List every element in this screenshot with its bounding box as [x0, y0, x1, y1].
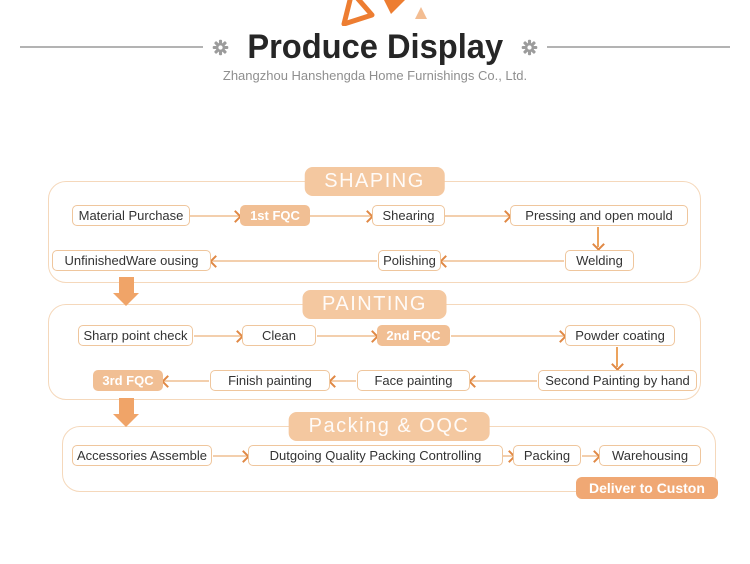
- section-title-shaping: SHAPING: [304, 167, 445, 196]
- company-subtitle: Zhangzhou Hanshengda Home Furnishings Co…: [222, 68, 528, 83]
- node-material-purchase: Material Purchase: [72, 205, 190, 226]
- node-face-painting: Face painting: [357, 370, 470, 391]
- flow-arrow-left-icon: [471, 380, 537, 382]
- flow-arrow-right-icon: [582, 455, 598, 457]
- node-3rd-fqc: 3rd FQC: [93, 370, 163, 391]
- deliver-to-custom-badge: Deliver to Custon: [576, 477, 718, 499]
- flow-arrow-right-icon: [310, 215, 371, 217]
- title-row: Produce Display: [0, 27, 750, 67]
- node-packing: Packing: [513, 445, 581, 466]
- node-finish-painting: Finish painting: [210, 370, 330, 391]
- node-polishing: Polishing: [378, 250, 441, 271]
- node-unfinishedware-ousing: UnfinishedWare ousing: [52, 250, 211, 271]
- section-connector-arrow-icon: [113, 277, 139, 306]
- left-divider-line: [19, 46, 203, 48]
- node-outgoing-quality-packing-controlling: Dutgoing Quality Packing Controlling: [248, 445, 503, 466]
- page-title: Produce Display: [247, 27, 503, 66]
- flow-arrow-right-icon: [445, 215, 509, 217]
- node-clean: Clean: [242, 325, 316, 346]
- flow-arrow-left-icon: [442, 260, 564, 262]
- gear-icon: [212, 39, 229, 55]
- node-pressing-open-mould: Pressing and open mould: [510, 205, 688, 226]
- gear-icon: [521, 39, 538, 55]
- flow-arrow-right-icon: [503, 455, 513, 457]
- node-2nd-fqc: 2nd FQC: [377, 325, 450, 346]
- triangles-logo-icon: [332, 0, 444, 27]
- node-welding: Welding: [565, 250, 634, 271]
- node-sharp-point-check: Sharp point check: [78, 325, 193, 346]
- node-powder-coating: Powder coating: [565, 325, 675, 346]
- node-second-painting-by-hand: Second Painting by hand: [538, 370, 697, 391]
- node-1st-fqc: 1st FQC: [240, 205, 310, 226]
- node-shearing: Shearing: [372, 205, 445, 226]
- flow-arrow-right-icon: [190, 215, 239, 217]
- flow-arrow-right-icon: [451, 335, 564, 337]
- flow-arrow-right-icon: [317, 335, 376, 337]
- flow-arrow-down-icon: [597, 227, 599, 247]
- flow-arrow-left-icon: [331, 380, 356, 382]
- flow-arrow-left-icon: [212, 260, 377, 262]
- flow-arrow-left-icon: [164, 380, 209, 382]
- node-warehousing: Warehousing: [599, 445, 701, 466]
- section-title-packing-oqc: Packing & OQC: [288, 412, 490, 441]
- section-title-painting: PAINTING: [302, 290, 447, 319]
- flow-arrow-right-icon: [213, 455, 247, 457]
- right-divider-line: [547, 46, 731, 48]
- flow-arrow-down-icon: [616, 347, 618, 367]
- section-connector-arrow-icon: [113, 398, 139, 427]
- flow-arrow-right-icon: [194, 335, 241, 337]
- node-accessories-assemble: Accessories Assemble: [72, 445, 212, 466]
